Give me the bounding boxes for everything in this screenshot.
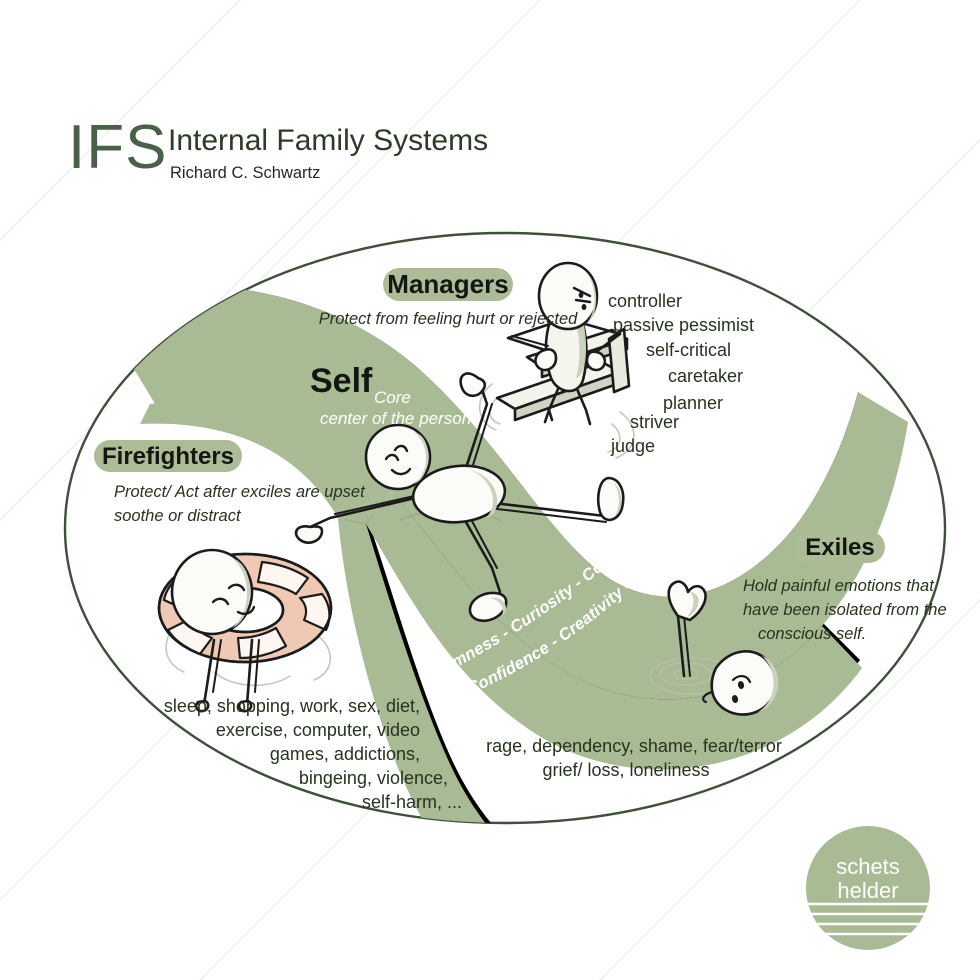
firefighters-keyword-line-0: sleep, shopping, work, sex, diet, — [164, 696, 420, 716]
firefighters-subtitle-line-1: Protect/ Act after exciles are upset — [114, 483, 366, 501]
self-subtitle-line-1: Core — [374, 388, 411, 407]
firefighters-subtitle-line-2: soothe or distract — [114, 507, 242, 525]
managers-subtitle: Protect from feeling hurt or rejected — [319, 310, 578, 328]
managers-badge-bg — [383, 268, 513, 301]
managers-badge-label: Managers — [387, 269, 508, 299]
managers-keyword-1: passive pessimist — [613, 315, 754, 335]
firefighters-keyword-line-2: games, addictions, — [270, 744, 420, 764]
managers-keyword-2: self-critical — [646, 340, 731, 360]
logo-text-line-1: schets — [836, 854, 900, 879]
manager-figure-icon — [478, 261, 635, 459]
exiles-keyword-line-0: rage, dependency, shame, fear/terror — [486, 736, 782, 756]
logo-circle — [806, 826, 930, 950]
firefighters-keyword-line-1: exercise, computer, video — [216, 720, 420, 740]
managers-keyword-0: controller — [608, 291, 682, 311]
self-subtitle-line-2: center of the person — [320, 409, 471, 428]
firefighters-badge-label: Firefighters — [102, 443, 234, 470]
managers-keyword-3: caretaker — [668, 366, 743, 386]
exiles-subtitle-line-2: have been isolated from the — [743, 601, 947, 619]
exile-figure-icon — [649, 580, 779, 716]
schets-helder-logo[interactable]: schets helder — [800, 826, 936, 950]
exiles-subtitle-line-3: conscious self. — [758, 625, 866, 643]
self-badge-label: Self — [310, 362, 373, 400]
self-swoosh-tail — [344, 516, 540, 823]
firefighter-figure-icon — [157, 548, 333, 713]
exiles-badge-label: Exiles — [805, 534, 874, 561]
exiles-subtitle-line-1: Hold painful emotions that — [743, 577, 935, 595]
managers-keyword-6: judge — [610, 436, 655, 456]
exiles-badge-bg — [795, 531, 885, 563]
self-figure-icon — [294, 372, 625, 623]
page-author: Richard C. Schwartz — [170, 164, 320, 182]
managers-keyword-4: planner — [663, 393, 723, 413]
managers-keyword-5: striver — [630, 412, 679, 432]
logo-text-line-2: helder — [837, 878, 898, 903]
firefighters-badge-bg — [94, 440, 242, 472]
firefighters-keyword-line-3: bingeing, violence, — [299, 768, 448, 788]
page-title: Internal Family Systems — [168, 124, 488, 157]
ifs-logo-text: IFS — [68, 113, 167, 182]
exiles-keyword-line-1: grief/ loss, loneliness — [542, 760, 709, 780]
firefighters-keyword-line-4: self-harm, ... — [362, 792, 462, 812]
